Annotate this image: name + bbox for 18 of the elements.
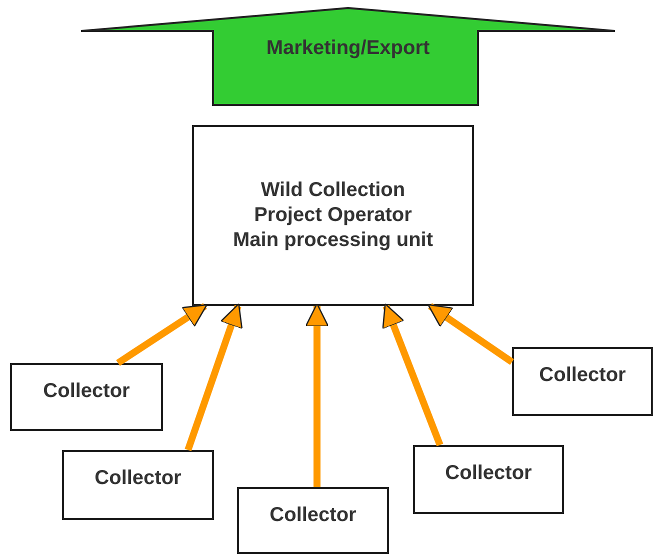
arrow xyxy=(116,303,208,366)
process-box xyxy=(512,347,653,416)
node-label: Collector xyxy=(270,503,356,528)
process-box xyxy=(62,450,214,520)
block-arrow xyxy=(80,6,616,106)
process-box xyxy=(10,363,163,431)
node-label: Project Operator xyxy=(254,203,412,228)
node-label: Collector xyxy=(43,379,130,404)
arrow xyxy=(427,303,514,365)
process-box xyxy=(413,445,564,514)
node-label: Wild Collection xyxy=(260,178,406,203)
process-box xyxy=(237,487,389,554)
node-label: Collector xyxy=(539,363,626,388)
process-box xyxy=(192,125,474,306)
node-label: Marketing/Export xyxy=(266,36,430,61)
node-label: Collector xyxy=(445,461,532,486)
node-label: Main processing unit xyxy=(232,228,434,253)
node-label: Collector xyxy=(94,466,182,491)
